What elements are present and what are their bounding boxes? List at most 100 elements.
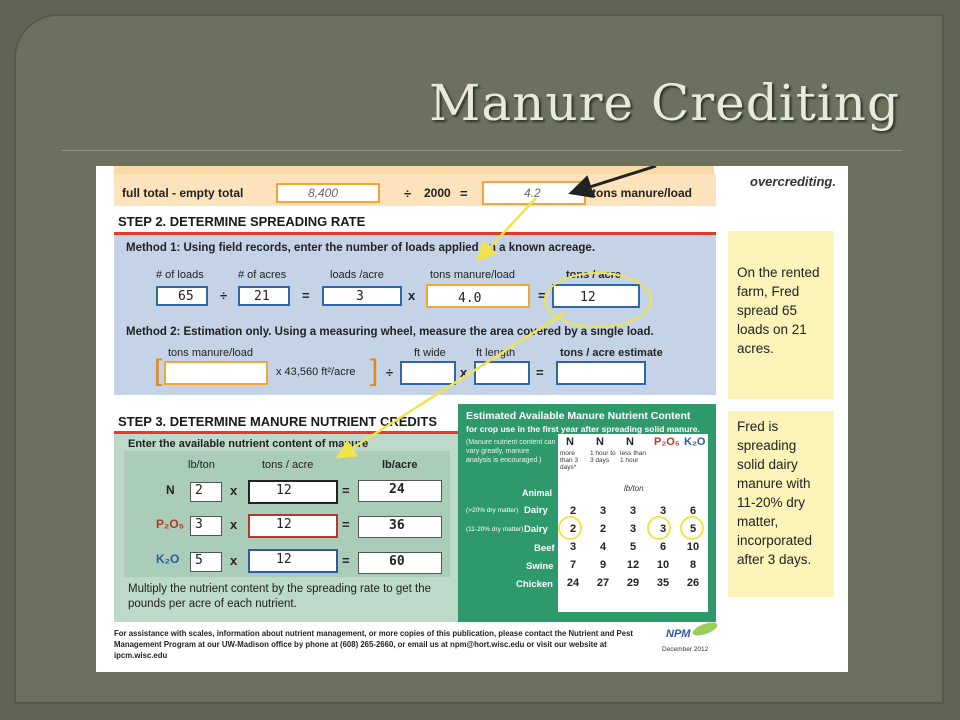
m2-header-estimate: tons / acre estimate [560, 347, 663, 359]
divide-sign: ÷ [404, 186, 412, 201]
col-n-1: N [566, 436, 574, 448]
col-n-2: N [596, 436, 604, 448]
side-note-rented-farm: On the rented farm, Fred spread 65 loads… [728, 231, 834, 399]
step2-heading: STEP 2. DETERMINE SPREADING RATE [118, 214, 366, 229]
k-x: x [230, 553, 238, 568]
highlight-dairy-k [680, 516, 704, 540]
col-k2o: K₂O [684, 436, 706, 448]
ft-length-field[interactable] [474, 361, 530, 385]
full-total-field[interactable]: 8,400 [276, 183, 380, 203]
n-lbton-field[interactable]: 2 [190, 482, 222, 502]
ft-wide-field[interactable] [400, 361, 456, 385]
units-label: lb/ton [624, 484, 644, 493]
row-name-dairy-1: Dairy [524, 505, 548, 516]
col-sub-3: less than 1 hour [620, 450, 647, 464]
loads-field[interactable]: 65 [156, 286, 208, 306]
nutrient-k2o: K₂O [156, 552, 180, 566]
row-note-2: (11-20% dry matter) [466, 526, 524, 533]
col-sub-2: 1 hour to 3 days [590, 450, 616, 464]
row-name-dairy-2: Dairy [524, 524, 548, 535]
bracket-close: ] [370, 354, 379, 387]
m2-op-multiply: x [460, 365, 468, 380]
p-lbacre-field[interactable]: 36 [358, 516, 442, 538]
row-name-chicken: Chicken [516, 579, 553, 590]
row-name-beef: Beef [534, 543, 555, 554]
highlight-tons-acre [544, 272, 652, 328]
n-lbacre-field[interactable]: 24 [358, 480, 442, 502]
equals-sign: = [460, 186, 468, 201]
acres-field[interactable]: 21 [238, 286, 290, 306]
nutrient-table-subtitle: for crop use in the first year after spr… [466, 424, 700, 434]
n-tons-field[interactable]: 12 [248, 480, 338, 504]
highlight-dairy-n [558, 516, 582, 540]
loads-per-acre-field[interactable]: 3 [322, 286, 402, 306]
step2-rule [114, 232, 716, 235]
step1-label: full total - empty total [122, 186, 244, 200]
multiply-text: Multiply the nutrient content by the spr… [128, 583, 432, 610]
nutrient-table-title: Estimated Available Manure Nutrient Cont… [466, 410, 691, 422]
col-n-3: N [626, 436, 634, 448]
step3-heading: STEP 3. DETERMINE MANURE NUTRIENT CREDIT… [118, 414, 438, 429]
m2-header-tons: tons manure/load [168, 347, 253, 359]
m2-op-divide: ÷ [386, 365, 394, 380]
overcrediting-note: overcrediting. [750, 174, 836, 189]
tons-manure-load-field[interactable]: 4.0 [426, 284, 530, 308]
slide-title: Manure Crediting [429, 74, 900, 132]
highlight-dairy-p [647, 516, 671, 540]
header-loads: # of loads [156, 269, 204, 281]
m2-op-equals: = [536, 365, 544, 380]
header-tons-manure-load: tons manure/load [430, 269, 515, 281]
enter-text: Enter the available nutrient content of … [128, 438, 369, 450]
step1-band [114, 166, 714, 174]
col-sub-1: more than 3 days* [560, 450, 579, 471]
callout-arrows [335, 166, 657, 459]
step3-rule [114, 431, 458, 434]
op-divide: ÷ [220, 288, 228, 303]
col-head-area [558, 434, 708, 500]
npm-logo: NPM [666, 628, 691, 640]
m2-tons-field[interactable] [164, 361, 268, 385]
nutrient-table-note: (Manure nutrient content can vary greatl… [466, 439, 556, 464]
side-note-fred: Fred is spreading solid dairy manure wit… [728, 411, 834, 597]
method2-text: Method 2: Estimation only. Using a measu… [126, 326, 654, 338]
worksheet-image: full total - empty total 8,400 ÷ 2000 = … [96, 166, 848, 672]
divisor: 2000 [424, 186, 451, 200]
title-divider [62, 150, 902, 151]
p-x: x [230, 517, 238, 532]
footer-date: December 2012 [662, 646, 709, 653]
op-equals-1: = [302, 288, 310, 303]
col-p2o5: P₂O₅ [654, 436, 680, 448]
tons-acre-estimate-field[interactable] [556, 361, 646, 385]
m2-header-ft-wide: ft wide [414, 347, 446, 359]
nutrient-n: N [166, 483, 175, 497]
n-eq: = [342, 483, 350, 498]
k-eq: = [342, 553, 350, 568]
op-equals-2: = [538, 288, 546, 303]
s3-header-tons: tons / acre [262, 459, 314, 471]
k-lbacre-field[interactable]: 60 [358, 552, 442, 574]
tons-per-load-unit: tons manure/load [592, 186, 693, 200]
table-footnote: * Time to incorporation [562, 599, 628, 606]
s3-header-lbacre: lb/acre [382, 459, 418, 471]
animal-label: Animal [522, 488, 553, 498]
s3-header-lbton: lb/ton [188, 459, 215, 471]
p-eq: = [342, 517, 350, 532]
p-lbton-field[interactable]: 3 [190, 516, 222, 536]
p-tons-field[interactable]: 12 [248, 514, 338, 538]
header-acres: # of acres [238, 269, 287, 281]
m2-factor: x 43,560 ft²/acre [276, 366, 356, 378]
n-x: x [230, 483, 238, 498]
footer-text: For assistance with scales, information … [114, 629, 634, 660]
header-loads-acre: loads /acre [330, 269, 384, 281]
op-multiply: x [408, 288, 416, 303]
bracket-open: [ [154, 354, 163, 387]
k-lbton-field[interactable]: 5 [190, 552, 222, 572]
nutrient-p2o5: P₂O₅ [156, 517, 185, 531]
k-tons-field[interactable]: 12 [248, 549, 338, 573]
row-name-swine: Swine [526, 561, 554, 572]
row-note-1: (>20% dry matter) [466, 507, 519, 514]
